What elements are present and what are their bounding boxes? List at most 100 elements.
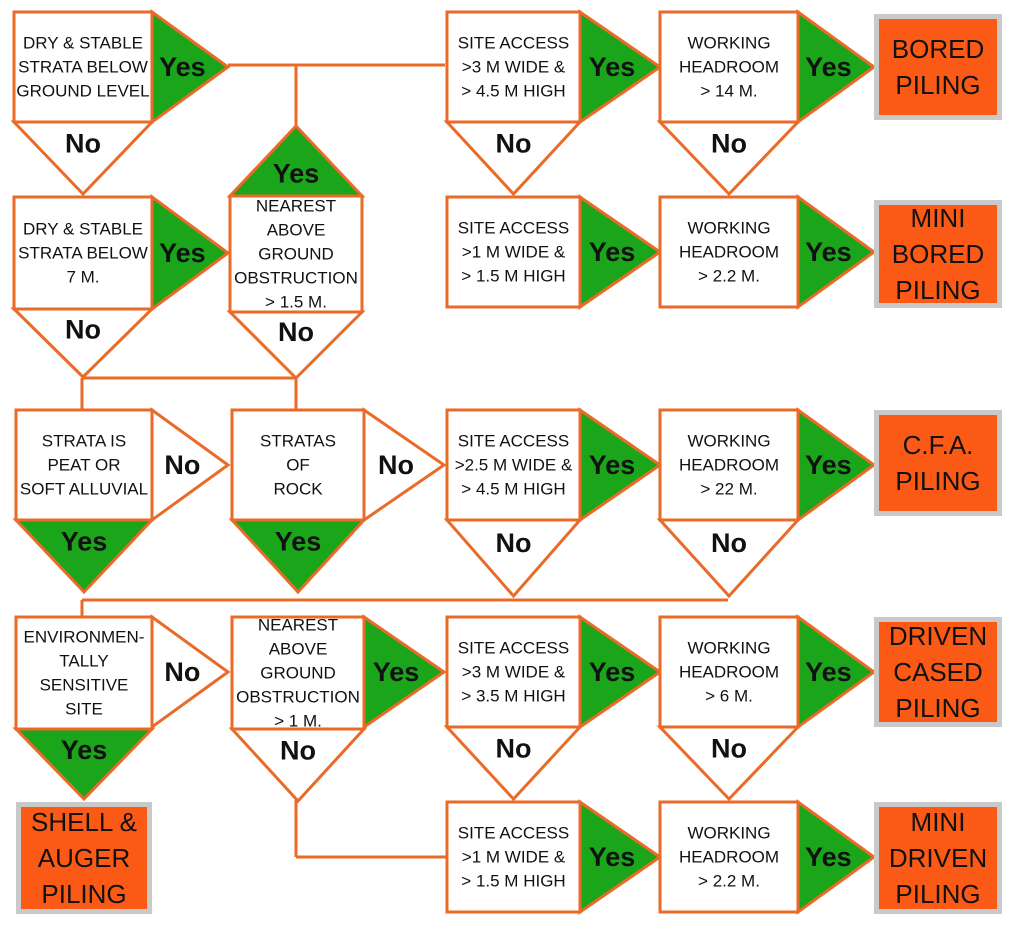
yes-headroom-2-2m-upper: Yes (796, 194, 877, 310)
decision-site-access-1m-upper-line-1: SITE ACCESS (458, 219, 569, 238)
decision-dry-7m-frame (12, 195, 154, 311)
decision-nearest-obstruction-1m-line-1: NEAREST (258, 616, 338, 635)
decision-strata-rock-line-1: STRATAS (260, 432, 336, 451)
yes-headroom-2-2m-upper-label: Yes (805, 237, 852, 267)
result-mini-driven-piling-line-1: MINI (911, 807, 966, 837)
decision-site-access-3-5m-line-2: >3 M WIDE & (462, 663, 566, 682)
yes-nearest-obstruction-1-5: Yes (226, 123, 366, 198)
decision-headroom-14m-line-3: > 14 M. (700, 82, 757, 101)
decision-nearest-obstruction-1m-line-4: OBSTRUCTION (236, 688, 360, 707)
decision-strata-rock-line-3: ROCK (273, 480, 323, 499)
decision-headroom-2-2m-lower-line-3: > 2.2 M. (698, 872, 760, 891)
decision-headroom-14m-line-1: WORKING (687, 34, 770, 53)
decision-site-access-3-5m: SITE ACCESS >3 M WIDE & > 3.5 M HIGH (445, 615, 582, 729)
result-driven-cased-piling-line-1: DRIVEN (889, 621, 987, 651)
yes-site-access-2-5m: Yes (578, 407, 663, 523)
result-driven-cased-piling-line-2: CASED (893, 657, 983, 687)
decision-headroom-6m-line-2: HEADROOM (679, 663, 779, 682)
decision-site-access-1m-lower-line-1: SITE ACCESS (458, 824, 569, 843)
decision-nearest-obstruction-1-5-line-2: ABOVE (267, 221, 326, 240)
no-environmentally-sensitive: No (150, 614, 231, 730)
no-site-access-3m-arrow (443, 120, 584, 197)
decision-site-access-3-5m-line-1: SITE ACCESS (458, 639, 569, 658)
yes-headroom-14m: Yes (796, 9, 877, 125)
decision-site-access-3m-line-2: >3 M WIDE & (462, 58, 566, 77)
result-mini-bored-piling-line-2: BORED (892, 239, 984, 269)
decision-site-access-1m-upper: SITE ACCESS>1 M WIDE &> 1.5 M HIGH (445, 195, 582, 309)
no-site-access-3-5m-label: No (496, 734, 532, 764)
decision-nearest-obstruction-1-5-frame (228, 194, 364, 314)
yes-environmentally-sensitive-arrow (12, 727, 156, 802)
no-headroom-6m: No (656, 725, 802, 802)
decision-dry-7m-line-3: 7 M. (66, 268, 99, 287)
decision-nearest-obstruction-1m-frame (230, 615, 366, 731)
decision-headroom-2-2m-lower-line-1: WORKING (687, 824, 770, 843)
decision-site-access-2-5m-line-2: >2.5 M WIDE & (455, 456, 573, 475)
yes-nearest-obstruction-1m-label: Yes (373, 657, 420, 687)
yes-site-access-1m-upper-arrow (578, 194, 663, 310)
decision-site-access-3m-line-3: > 4.5 M HIGH (461, 82, 565, 101)
no-headroom-22m-arrow (656, 518, 802, 599)
yes-site-access-2-5m-label: Yes (589, 450, 636, 480)
yes-headroom-14m-arrow (796, 9, 877, 125)
no-dry-ground-arrow (10, 120, 156, 197)
no-nearest-obstruction-1m-label: No (280, 736, 316, 766)
yes-strata-rock-label: Yes (275, 527, 322, 557)
no-strata-rock-arrow (362, 407, 447, 523)
no-dry-7m-arrow (10, 307, 156, 380)
no-site-access-3m: No (443, 120, 584, 197)
yes-headroom-2-2m-lower-label: Yes (805, 842, 852, 872)
no-headroom-6m-arrow (656, 725, 802, 802)
result-bored-piling-line-2: PILING (895, 70, 980, 100)
decision-environmentally-sensitive-line-1: ENVIRONMEN- (24, 628, 145, 647)
no-site-access-2-5m-label: No (496, 528, 532, 558)
result-mini-bored-piling-line-1: MINI (911, 203, 966, 233)
yes-site-access-1m-lower-label: Yes (589, 842, 636, 872)
yes-peat-soft-alluvial-label: Yes (61, 527, 108, 557)
decision-headroom-22m-line-1: WORKING (687, 432, 770, 451)
decision-site-access-3m-line-1: SITE ACCESS (458, 34, 569, 53)
yes-headroom-6m: Yes (796, 614, 877, 730)
connector-lines (80, 63, 728, 859)
no-site-access-3-5m: No (443, 725, 584, 802)
decision-headroom-2-2m-upper-frame (658, 195, 800, 309)
yes-headroom-6m-arrow (796, 614, 877, 730)
decision-site-access-3-5m-line-3: > 3.5 M HIGH (461, 687, 565, 706)
no-nearest-obstruction-1-5: No (226, 310, 366, 381)
no-environmentally-sensitive-label: No (164, 657, 200, 687)
decision-headroom-2-2m-upper-line-3: > 2.2 M. (698, 267, 760, 286)
result-cfa-piling: C.F.A.PILING (874, 410, 1002, 516)
decision-nearest-obstruction-1-5-line-5: > 1.5 M. (265, 293, 327, 312)
no-headroom-14m: No (656, 120, 802, 197)
result-shell-auger-piling-line-2: AUGER (38, 843, 130, 873)
decision-environmentally-sensitive-line-2: TALLY (59, 652, 108, 671)
yes-headroom-22m: Yes (796, 407, 877, 523)
decision-headroom-14m-frame (658, 10, 800, 124)
result-mini-driven-piling-panel (879, 807, 997, 909)
yes-peat-soft-alluvial: Yes (12, 518, 156, 595)
yes-dry-7m-arrow (150, 194, 231, 312)
decision-peat-soft-alluvial-frame (14, 408, 154, 522)
decision-headroom-6m-frame (658, 615, 800, 729)
yes-dry-7m: Yes (150, 194, 231, 312)
yes-headroom-2-2m-upper-arrow (796, 194, 877, 310)
no-headroom-22m-label: No (711, 528, 747, 558)
yes-headroom-14m-label: Yes (805, 52, 852, 82)
yes-site-access-1m-upper: Yes (578, 194, 663, 310)
decision-site-access-1m-lower-line-2: >1 M WIDE & (462, 848, 566, 867)
result-shell-auger-piling-line-3: PILING (41, 879, 126, 909)
yes-nearest-obstruction-1m: Yes (362, 614, 447, 730)
decision-site-access-1m-lower-line-3: > 1.5 M HIGH (461, 872, 565, 891)
no-dry-ground-label: No (65, 129, 101, 159)
